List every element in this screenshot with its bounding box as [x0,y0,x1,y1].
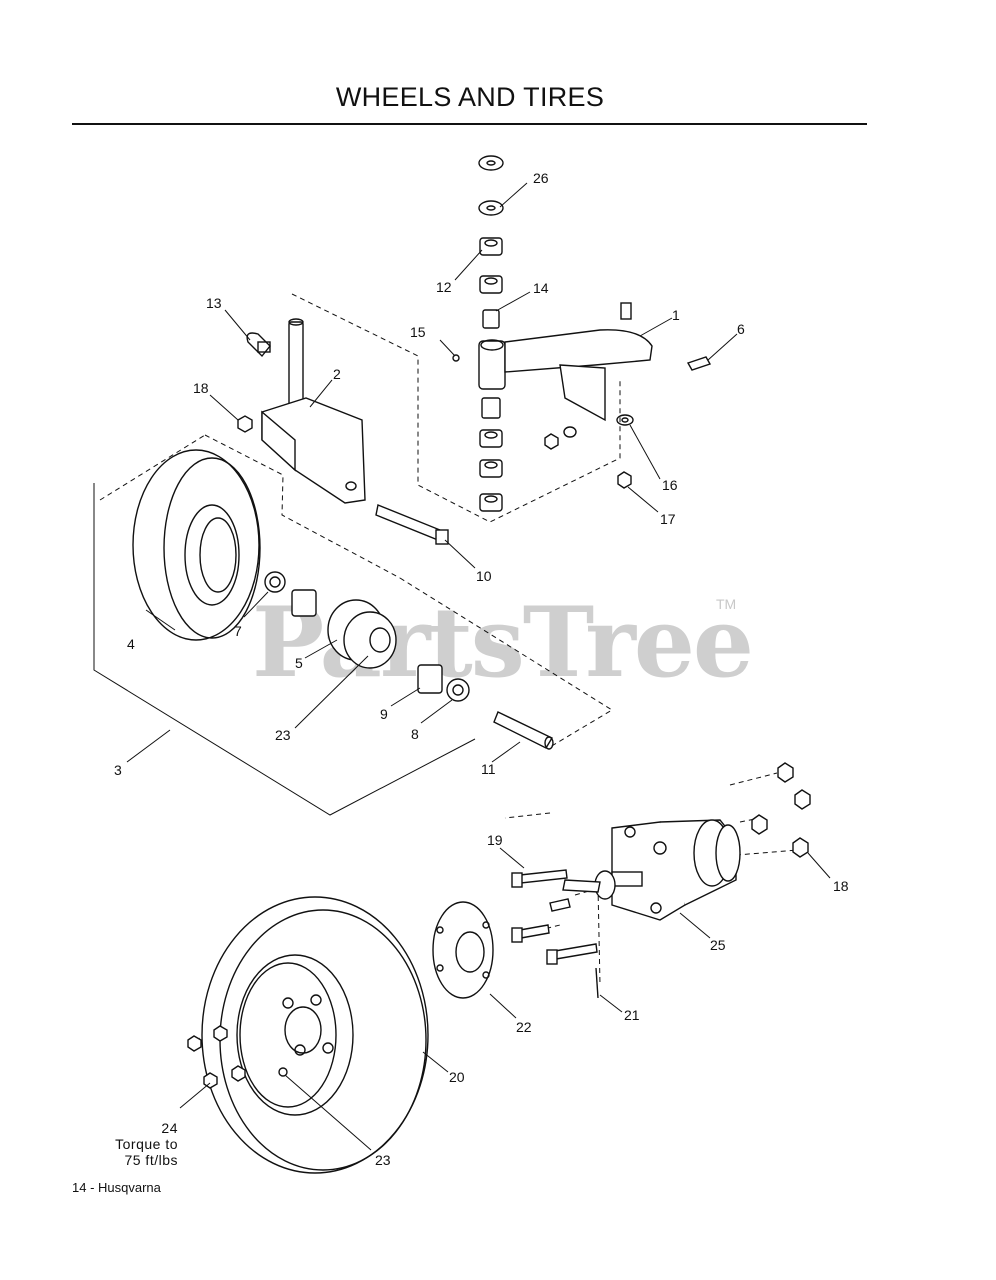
callout-23-rear: 23 [375,1152,391,1168]
callout-11: 11 [481,761,496,777]
callout-1: 1 [672,307,680,323]
callout-7: 7 [234,623,242,639]
torque-note-line1: Torque to [115,1136,178,1152]
callout-15: 15 [410,324,426,340]
callout-4: 4 [127,636,135,652]
callout-17: 17 [660,511,676,527]
page-footer: 14 - Husqvarna [72,1180,161,1195]
callout-3: 3 [114,762,122,778]
callout-10: 10 [476,568,492,584]
callout-16: 16 [662,477,678,493]
callout-18-motor: 18 [833,878,849,894]
callout-5: 5 [295,655,303,671]
page-title: WHEELS AND TIRES [335,82,605,112]
callout-25: 25 [710,937,726,953]
torque-note-line2: 75 ft/lbs [124,1152,178,1168]
callout-6: 6 [737,321,745,337]
callout-2: 2 [333,366,341,382]
callout-8: 8 [411,726,419,742]
caster-yoke [237,318,366,504]
watermark-trademark: TM [716,596,737,612]
title-rule [72,123,867,125]
callout-19: 19 [487,832,503,848]
callout-13: 13 [206,295,222,311]
front-caster-wheel [132,449,554,750]
callout-18-caster: 18 [193,380,209,396]
wheel-hub [432,901,494,999]
torque-note: 24 Torque to 75 ft/lbs [96,1120,178,1168]
callout-9: 9 [380,706,388,722]
callout-20: 20 [449,1069,465,1085]
caster-arm [452,302,712,489]
callout-24: 24 [161,1120,178,1136]
callout-22: 22 [516,1019,532,1035]
wheel-motor [511,762,811,999]
callout-23-front: 23 [275,727,291,743]
callout-14: 14 [533,280,549,296]
pivot-stack [478,155,504,512]
callout-21: 21 [624,1007,640,1023]
rear-drive-wheel [187,896,429,1174]
callout-12: 12 [436,279,452,295]
callout-26: 26 [533,170,549,186]
